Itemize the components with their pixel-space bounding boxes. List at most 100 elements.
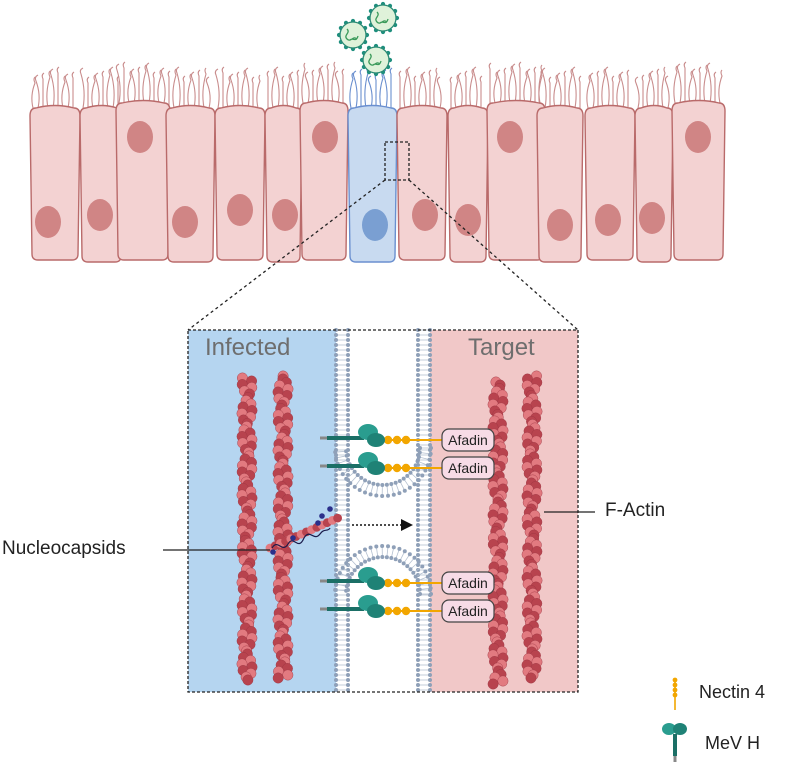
lipid-head — [334, 353, 338, 357]
lipid-head — [416, 353, 420, 357]
lipid-head — [346, 338, 350, 342]
cilium — [450, 77, 452, 108]
cilium — [509, 66, 512, 103]
cilium — [519, 62, 521, 103]
cilium — [647, 73, 650, 108]
lipid-head — [346, 668, 350, 672]
mev-h-head — [367, 604, 385, 618]
infected-region — [188, 330, 336, 692]
cell-body — [397, 106, 447, 261]
lipid-head — [416, 343, 420, 347]
lipid-head — [428, 533, 432, 537]
lipid-head — [428, 458, 432, 462]
cilium — [245, 68, 249, 108]
lipid-head — [346, 508, 350, 512]
cilium — [191, 72, 195, 108]
envelope — [370, 5, 396, 31]
lipid-head — [416, 459, 420, 463]
actin-monomer — [283, 670, 293, 680]
cilium — [512, 64, 516, 103]
lipid-head — [346, 398, 350, 402]
epithelial-cell — [215, 106, 265, 261]
cilium — [380, 72, 383, 108]
lipid-head — [353, 553, 357, 557]
envelope — [363, 47, 389, 73]
cilium — [360, 69, 362, 108]
lipid-head — [426, 463, 430, 467]
cilium — [353, 71, 357, 108]
cilium — [242, 70, 245, 108]
cilium — [297, 70, 299, 108]
cilium — [620, 72, 624, 108]
lipid-head — [428, 368, 432, 372]
lipid-head — [428, 673, 432, 677]
cilium — [642, 75, 644, 108]
lipid-head — [346, 373, 350, 377]
lipid-head — [341, 566, 345, 570]
lipid-head — [346, 363, 350, 367]
lipid-head — [334, 533, 338, 537]
lipid-head — [334, 543, 338, 547]
lipid-head — [367, 480, 371, 484]
nucleus — [639, 202, 665, 234]
cell-body — [585, 106, 635, 261]
cilium — [62, 76, 65, 108]
lipid-head — [346, 518, 350, 522]
cilium — [188, 74, 191, 108]
nectin-domain — [402, 464, 410, 472]
cilium — [587, 75, 590, 108]
lipid-head — [333, 450, 337, 454]
lipid-head — [346, 368, 350, 372]
lipid-head — [346, 408, 350, 412]
cilium — [153, 72, 155, 103]
lipid-head — [428, 488, 432, 492]
lipid-head — [380, 544, 384, 548]
cilium — [272, 69, 275, 108]
cilium — [282, 76, 284, 108]
cilium — [419, 74, 422, 108]
lipid-head — [428, 378, 432, 382]
lipid-head — [344, 561, 348, 565]
epithelial-cell — [300, 101, 348, 261]
cilium — [473, 67, 477, 108]
lipid-head — [416, 673, 420, 677]
lipid-head — [428, 523, 432, 527]
lipid-head — [416, 483, 420, 487]
lipid-head — [428, 623, 432, 627]
cilium — [47, 71, 50, 108]
lipid-head — [397, 491, 401, 495]
lipid-head — [334, 428, 338, 432]
mev-h-head — [673, 723, 687, 735]
nucleus — [685, 121, 711, 153]
nectin-domain — [402, 436, 410, 444]
lipid-head — [416, 493, 420, 497]
lipid-head — [428, 493, 432, 497]
lipid-head — [346, 353, 350, 357]
lipid-head — [389, 556, 393, 560]
lipid-head — [334, 393, 338, 397]
cilium — [489, 63, 491, 103]
nucleoprotein-dot — [290, 535, 296, 541]
lipid-head — [371, 556, 375, 560]
afadin-label: Afadin — [442, 429, 494, 451]
cilium — [684, 62, 686, 103]
lipid-head — [416, 553, 420, 557]
lipid-head — [353, 485, 357, 489]
lipid-head — [428, 643, 432, 647]
lipid-head — [418, 451, 422, 455]
virion — [337, 19, 369, 51]
lipid-head — [416, 623, 420, 627]
nucleus — [595, 204, 621, 236]
cilium — [572, 67, 576, 108]
lipid-head — [416, 428, 420, 432]
cilium — [302, 63, 305, 103]
lipid-head — [334, 383, 338, 387]
lipid-head — [334, 343, 338, 347]
virion — [367, 2, 399, 34]
epithelial-cell — [585, 106, 635, 261]
virion — [360, 44, 392, 76]
lipid-head — [356, 473, 360, 477]
lipid-head — [334, 348, 338, 352]
lipid-head — [423, 569, 427, 573]
cilium — [602, 69, 605, 108]
